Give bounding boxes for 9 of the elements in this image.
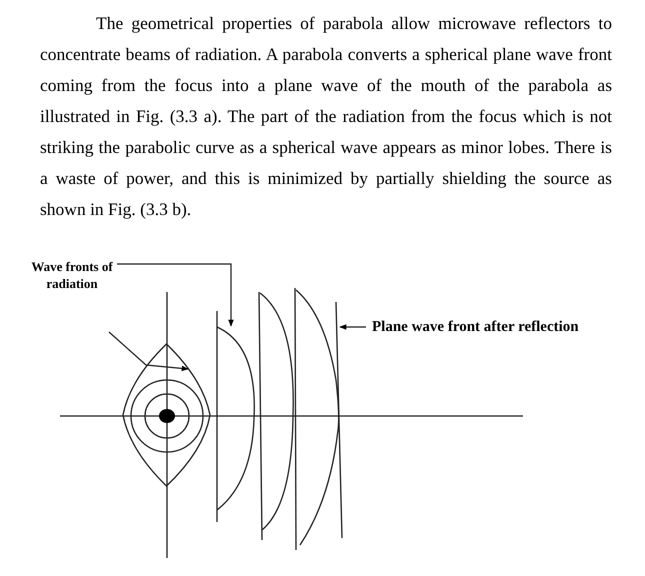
callout-label: Plane wave front after reflection (372, 318, 579, 336)
callout-label: Wave fronts of radiation (26, 258, 118, 292)
leader-arrow (117, 263, 234, 327)
plane-wave-front-line (335, 302, 343, 538)
wave-front-lens (122, 343, 211, 487)
wave-front-curve (216, 326, 255, 510)
leader-arrow (108, 332, 189, 372)
leader-arrow (339, 324, 366, 330)
body-paragraph: The geometrical properties of parabola allow microwave reflectors to concentrate beams of radiation. A parabola converts a spherical plane wave front coming from the focus into a plane wave of the mouth of the parabola as illustrated in Fig. (3.3 a). The part of the radiation from the focus which is not striking the parabolic curve as a spherical wave appears as minor lobes. There is a waste of power, and this is minimized by partially shielding the source as shown in Fig. (3.3 b). (40, 12, 612, 221)
